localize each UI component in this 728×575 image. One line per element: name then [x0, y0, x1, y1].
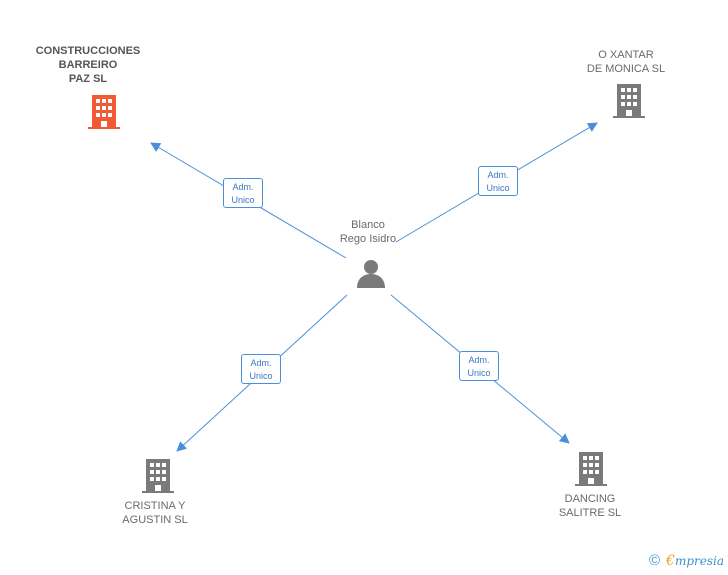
company-label-dancing[interactable]: DANCING SALITRE SL	[530, 492, 650, 520]
role-line: Adm.	[232, 182, 254, 192]
company-name-line: DANCING	[564, 493, 616, 505]
brand-initial: €	[666, 553, 675, 569]
role-line: Unico	[486, 183, 510, 193]
role-line: Unico	[467, 368, 491, 378]
role-line: Adm.	[468, 355, 490, 365]
role-line: Unico	[249, 371, 273, 381]
edge-label-role[interactable]: Adm. Unico	[478, 166, 518, 196]
building-icon[interactable]	[575, 452, 607, 486]
company-name-line: O XANTAR	[598, 49, 654, 61]
role-line: Unico	[231, 195, 255, 205]
edge-label-role[interactable]: Adm. Unico	[241, 354, 281, 384]
brand-logo[interactable]: €mpresia	[666, 551, 724, 571]
brand-name: mpresia	[674, 554, 724, 568]
role-line: Adm.	[487, 170, 509, 180]
company-name-line: SALITRE SL	[558, 507, 622, 519]
role-line: Adm.	[250, 358, 272, 368]
person-name-line: Blanco	[351, 219, 385, 231]
company-label-cristina[interactable]: CRISTINA Y AGUSTIN SL	[95, 499, 215, 527]
person-label[interactable]: Blanco Rego Isidro	[308, 218, 428, 246]
copyright-icon: ©	[648, 552, 661, 569]
edge-label-role[interactable]: Adm. Unico	[223, 178, 263, 208]
footer-credit: © €mpresia	[649, 551, 724, 571]
building-icon[interactable]	[88, 95, 120, 129]
company-label-construcciones[interactable]: CONSTRUCCIONES BARREIRO PAZ SL	[28, 44, 148, 86]
person-icon[interactable]	[356, 258, 386, 288]
person-name-line: Rego Isidro	[339, 233, 397, 245]
company-name-line: CRISTINA Y	[124, 500, 186, 512]
company-name-line: DE MONICA SL	[586, 63, 666, 75]
company-name-line: BARREIRO	[58, 59, 118, 71]
building-icon[interactable]	[613, 84, 645, 118]
building-icon[interactable]	[142, 459, 174, 493]
company-name-line: CONSTRUCCIONES	[35, 45, 141, 57]
company-name-line: PAZ SL	[68, 73, 108, 85]
edge-label-role[interactable]: Adm. Unico	[459, 351, 499, 381]
company-name-line: AGUSTIN SL	[122, 514, 188, 526]
company-label-xantar[interactable]: O XANTAR DE MONICA SL	[566, 48, 686, 76]
